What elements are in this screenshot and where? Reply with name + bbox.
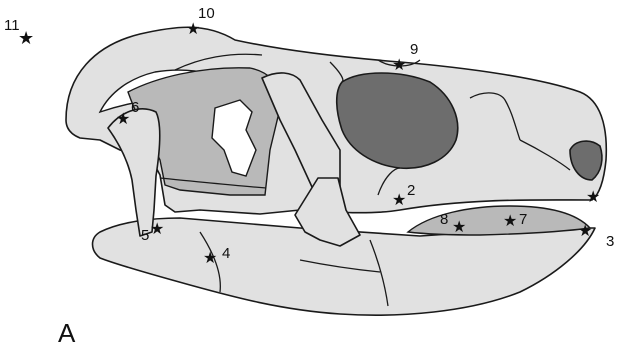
landmark-7-label: 7 [519,211,527,228]
landmark-6-star: ★ [116,111,130,128]
landmark-1-star: ★ [586,189,600,206]
landmark-11: ★ 11 [4,17,34,48]
landmark-10-star: ★ [186,21,200,38]
landmark-7: ★ 7 [503,211,527,230]
landmark-5-star: ★ [150,221,164,238]
landmark-9-star: ★ [392,57,406,74]
landmark-2-label: 2 [407,182,415,199]
landmark-1: ★ [586,189,600,206]
landmark-11-label: 11 [4,17,20,34]
palatal-region [408,206,590,235]
landmark-10-label: 10 [198,5,215,22]
landmark-8-label: 8 [440,211,448,228]
landmark-11-star: ★ [18,28,34,48]
landmark-8-star: ★ [452,219,466,236]
landmark-7-star: ★ [503,213,517,230]
landmark-2-star: ★ [392,192,406,209]
landmark-5-label: 5 [141,227,149,244]
landmark-3-star: ★ [578,223,592,240]
landmark-4-label: 4 [222,245,230,262]
landmark-9-label: 9 [410,41,418,58]
landmark-4-star: ★ [203,250,217,267]
panel-letter: A [58,318,75,349]
landmark-6-label: 6 [131,99,139,116]
landmark-3-label: 3 [606,233,614,250]
